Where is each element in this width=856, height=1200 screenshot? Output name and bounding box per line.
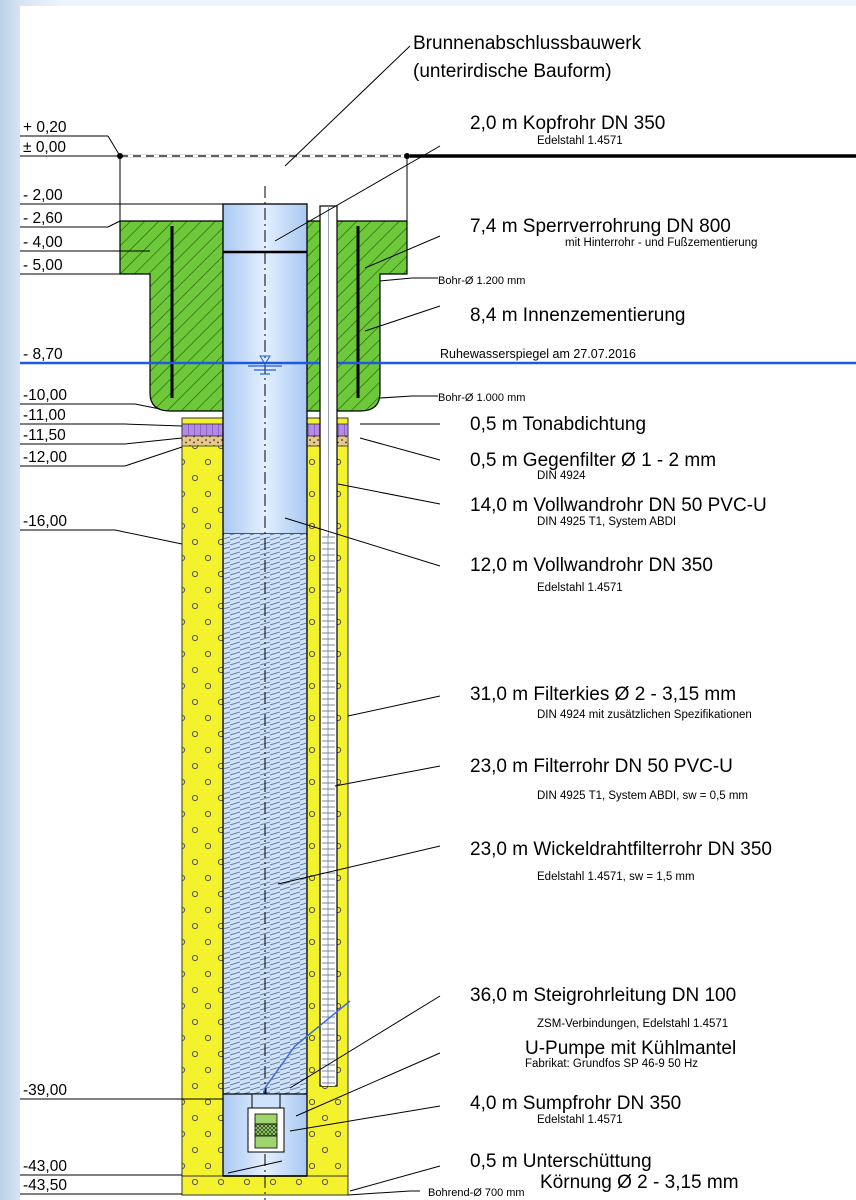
component-title: 2,0 m Kopfrohr DN 350 [470, 113, 665, 134]
component-title: 7,4 m Sperrverrohrung DN 800 [470, 216, 731, 237]
level-label: -16,00 [23, 513, 67, 530]
component-subtitle: ZSM-Verbindungen, Edelstahl 1.4571 [537, 1018, 728, 1030]
component-title: 23,0 m Filterrohr DN 50 PVC-U [470, 756, 733, 777]
component-subtitle: mit Hinterrohr - und Fußzementierung [565, 237, 757, 249]
component-leaders [274, 45, 441, 1196]
level-label: -10,00 [23, 387, 67, 404]
level-label: -43,00 [23, 1158, 67, 1175]
component-subtitle: Edelstahl 1.4571 [537, 582, 623, 594]
component-title: 14,0 m Vollwandrohr DN 50 PVC-U [470, 495, 767, 516]
drawing-sheet: + 0,20 ± 0,00 - 2,00 - 2,60 - 4,00 - 5,0… [20, 6, 856, 1200]
level-label: - 5,00 [23, 257, 63, 274]
well-cross-section: + 0,20 ± 0,00 - 2,00 - 2,60 - 4,00 - 5,0… [20, 33, 856, 1200]
level-label: - 2,60 [23, 210, 63, 227]
component-title: 0,5 m Unterschüttung [470, 1151, 652, 1172]
structure-label: Brunnenabschlussbauwerk [413, 33, 642, 54]
component-subtitle: DIN 4924 mit zusätzlichen Spezifikatione… [537, 709, 752, 721]
component-title: 23,0 m Wickeldrahtfilterrohr DN 350 [470, 839, 772, 860]
component-title: 12,0 m Vollwandrohr DN 350 [470, 555, 713, 576]
level-label: -39,00 [23, 1082, 67, 1099]
level-label: - 4,00 [23, 234, 63, 251]
level-label: + 0,20 [23, 119, 67, 136]
level-labels: + 0,20 ± 0,00 - 2,00 - 2,60 - 4,00 - 5,0… [23, 119, 67, 1194]
component-labels: 2,0 m Kopfrohr DN 350 Edelstahl 1.4571 7… [470, 113, 772, 1193]
component-title: 36,0 m Steigrohrleitung DN 100 [470, 985, 736, 1006]
component-subtitle: DIN 4925 T1, System ABDI [537, 516, 676, 528]
component-title: 8,4 m Innenzementierung [470, 305, 685, 326]
water-level-symbol [248, 355, 282, 375]
component-subtitle: DIN 4925 T1, System ABDI, sw = 0,5 mm [537, 790, 748, 802]
component-title: U-Pumpe mit Kühlmantel [525, 1038, 736, 1059]
level-label: - 8,70 [23, 346, 63, 363]
component-subtitle: Edelstahl 1.4571 [537, 1114, 623, 1126]
level-label: -43,50 [23, 1177, 67, 1194]
component-title: 31,0 m Filterkies Ø 2 - 3,15 mm [470, 684, 736, 705]
structure-sublabel: (unterirdische Bauform) [413, 61, 612, 82]
level-label: -11,00 [23, 407, 66, 424]
level-leaders [20, 135, 223, 1195]
component-subtitle: Körnung Ø 2 - 3,15 mm [540, 1172, 739, 1193]
level-label: -12,00 [23, 449, 67, 466]
level-label: - 2,00 [23, 187, 63, 204]
component-subtitle: Edelstahl 1.4571 [537, 135, 623, 147]
component-title: 4,0 m Sumpfrohr DN 350 [470, 1093, 681, 1114]
component-subtitle: Fabrikat: Grundfos SP 46-9 50 Hz [525, 1058, 698, 1070]
bore-1000-label: Bohr-Ø 1.000 mm [438, 392, 525, 404]
bore-1200-label: Bohr-Ø 1.200 mm [438, 275, 525, 287]
water-level-label: Ruhewasserspiegel am 27.07.2016 [440, 347, 636, 361]
level-label: -11,50 [23, 427, 66, 444]
component-subtitle: DIN 4924 [537, 470, 586, 482]
component-title: 0,5 m Tonabdichtung [470, 414, 646, 435]
component-subtitle: Edelstahl 1.4571, sw = 1,5 mm [537, 871, 695, 883]
bore-end-label: Bohrend-Ø 700 mm [428, 1187, 525, 1199]
component-title: 0,5 m Gegenfilter Ø 1 - 2 mm [470, 450, 716, 471]
pump [247, 1088, 285, 1153]
level-label: ± 0,00 [23, 139, 66, 156]
